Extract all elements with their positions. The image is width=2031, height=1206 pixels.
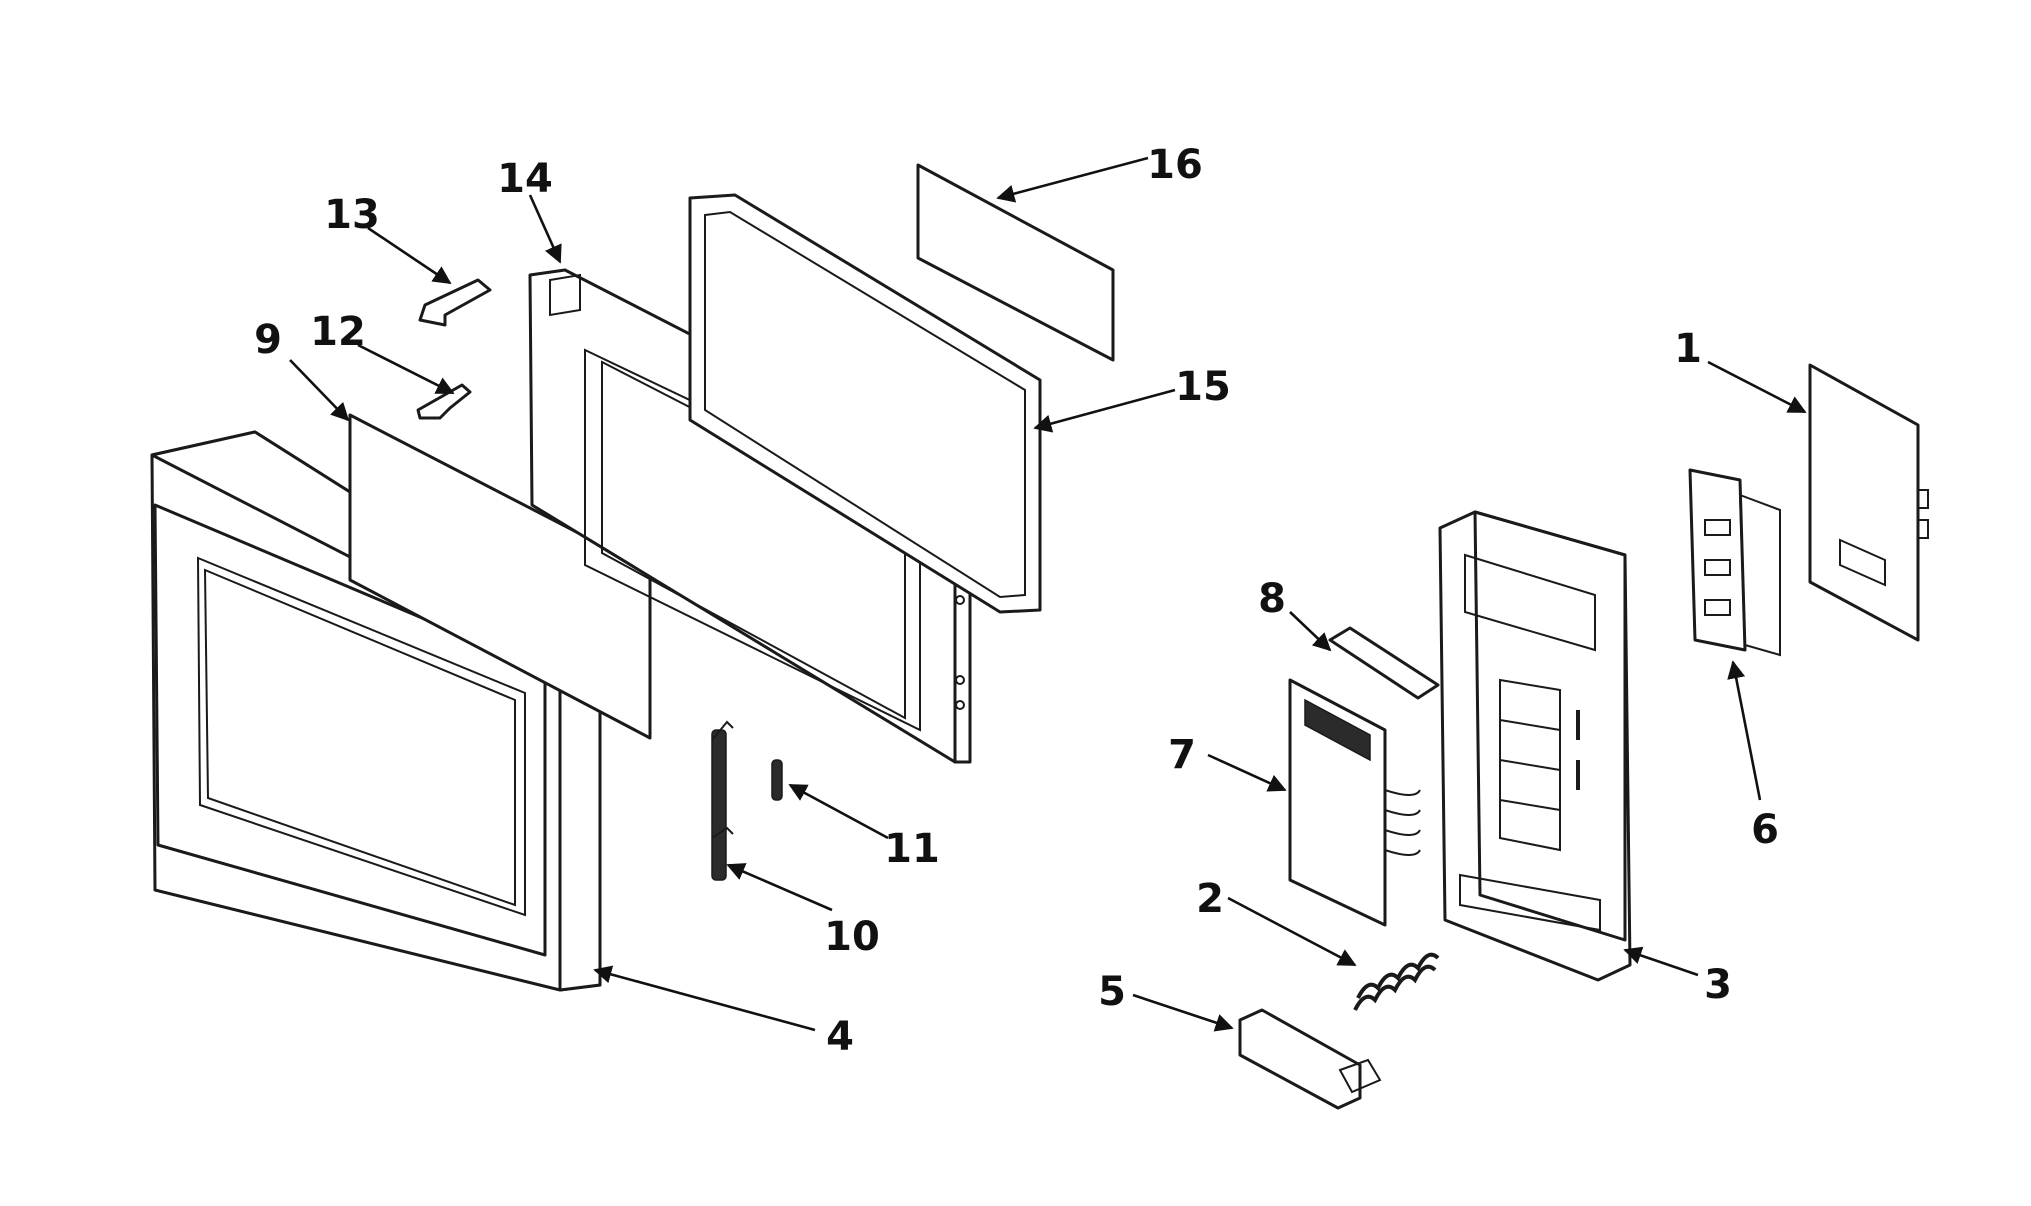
spring <box>771 759 783 801</box>
circuit-board <box>1808 363 1929 642</box>
callout-1: 1 <box>1674 326 1702 372</box>
leader-1 <box>1707 360 1807 414</box>
leader-9 <box>289 359 350 422</box>
callout-16: 16 <box>1147 142 1203 188</box>
hook-bracket <box>418 278 492 327</box>
leader-5 <box>1132 993 1234 1032</box>
callout-9: 9 <box>254 317 282 363</box>
callout-14: 14 <box>497 156 553 202</box>
callout-2: 2 <box>1196 876 1224 922</box>
leader-3 <box>1623 946 1699 977</box>
leader-14 <box>528 194 562 264</box>
leader-12 <box>357 343 455 395</box>
callout-12: 12 <box>310 309 366 355</box>
callout-3: 3 <box>1704 962 1732 1008</box>
coil-spring <box>1353 952 1440 1011</box>
touchpad-membrane <box>1288 678 1421 927</box>
label-sheet <box>916 163 1115 362</box>
leader-16 <box>996 156 1149 203</box>
callout-6: 6 <box>1751 807 1779 853</box>
callout-8: 8 <box>1258 576 1286 622</box>
control-bracket <box>1688 468 1781 657</box>
callout-5: 5 <box>1098 969 1126 1015</box>
control-panel-frame <box>1438 510 1632 982</box>
latch-hook <box>711 720 734 881</box>
window-glass <box>348 413 652 740</box>
callout-10: 10 <box>824 914 880 960</box>
callout-13: 13 <box>324 192 380 238</box>
leader-lines <box>289 156 1807 1032</box>
leader-11 <box>788 783 889 840</box>
leader-13 <box>367 226 452 285</box>
leader-10 <box>726 863 833 912</box>
latch-bracket <box>416 383 472 420</box>
callout-numbers: 1 2 3 4 5 6 7 8 9 10 11 12 13 14 15 16 <box>254 142 1779 1060</box>
leader-4 <box>593 965 816 1032</box>
leader-8 <box>1289 611 1332 652</box>
callout-11: 11 <box>884 826 940 872</box>
leader-6 <box>1727 660 1762 801</box>
door-seal-frame <box>688 193 1042 614</box>
callout-7: 7 <box>1168 732 1196 778</box>
leader-7 <box>1207 753 1287 792</box>
leader-2 <box>1227 896 1357 967</box>
door-release-button <box>1238 1008 1382 1110</box>
callout-4: 4 <box>826 1014 854 1060</box>
callout-15: 15 <box>1175 364 1231 410</box>
leader-15 <box>1033 388 1176 433</box>
display-window <box>1328 626 1440 700</box>
